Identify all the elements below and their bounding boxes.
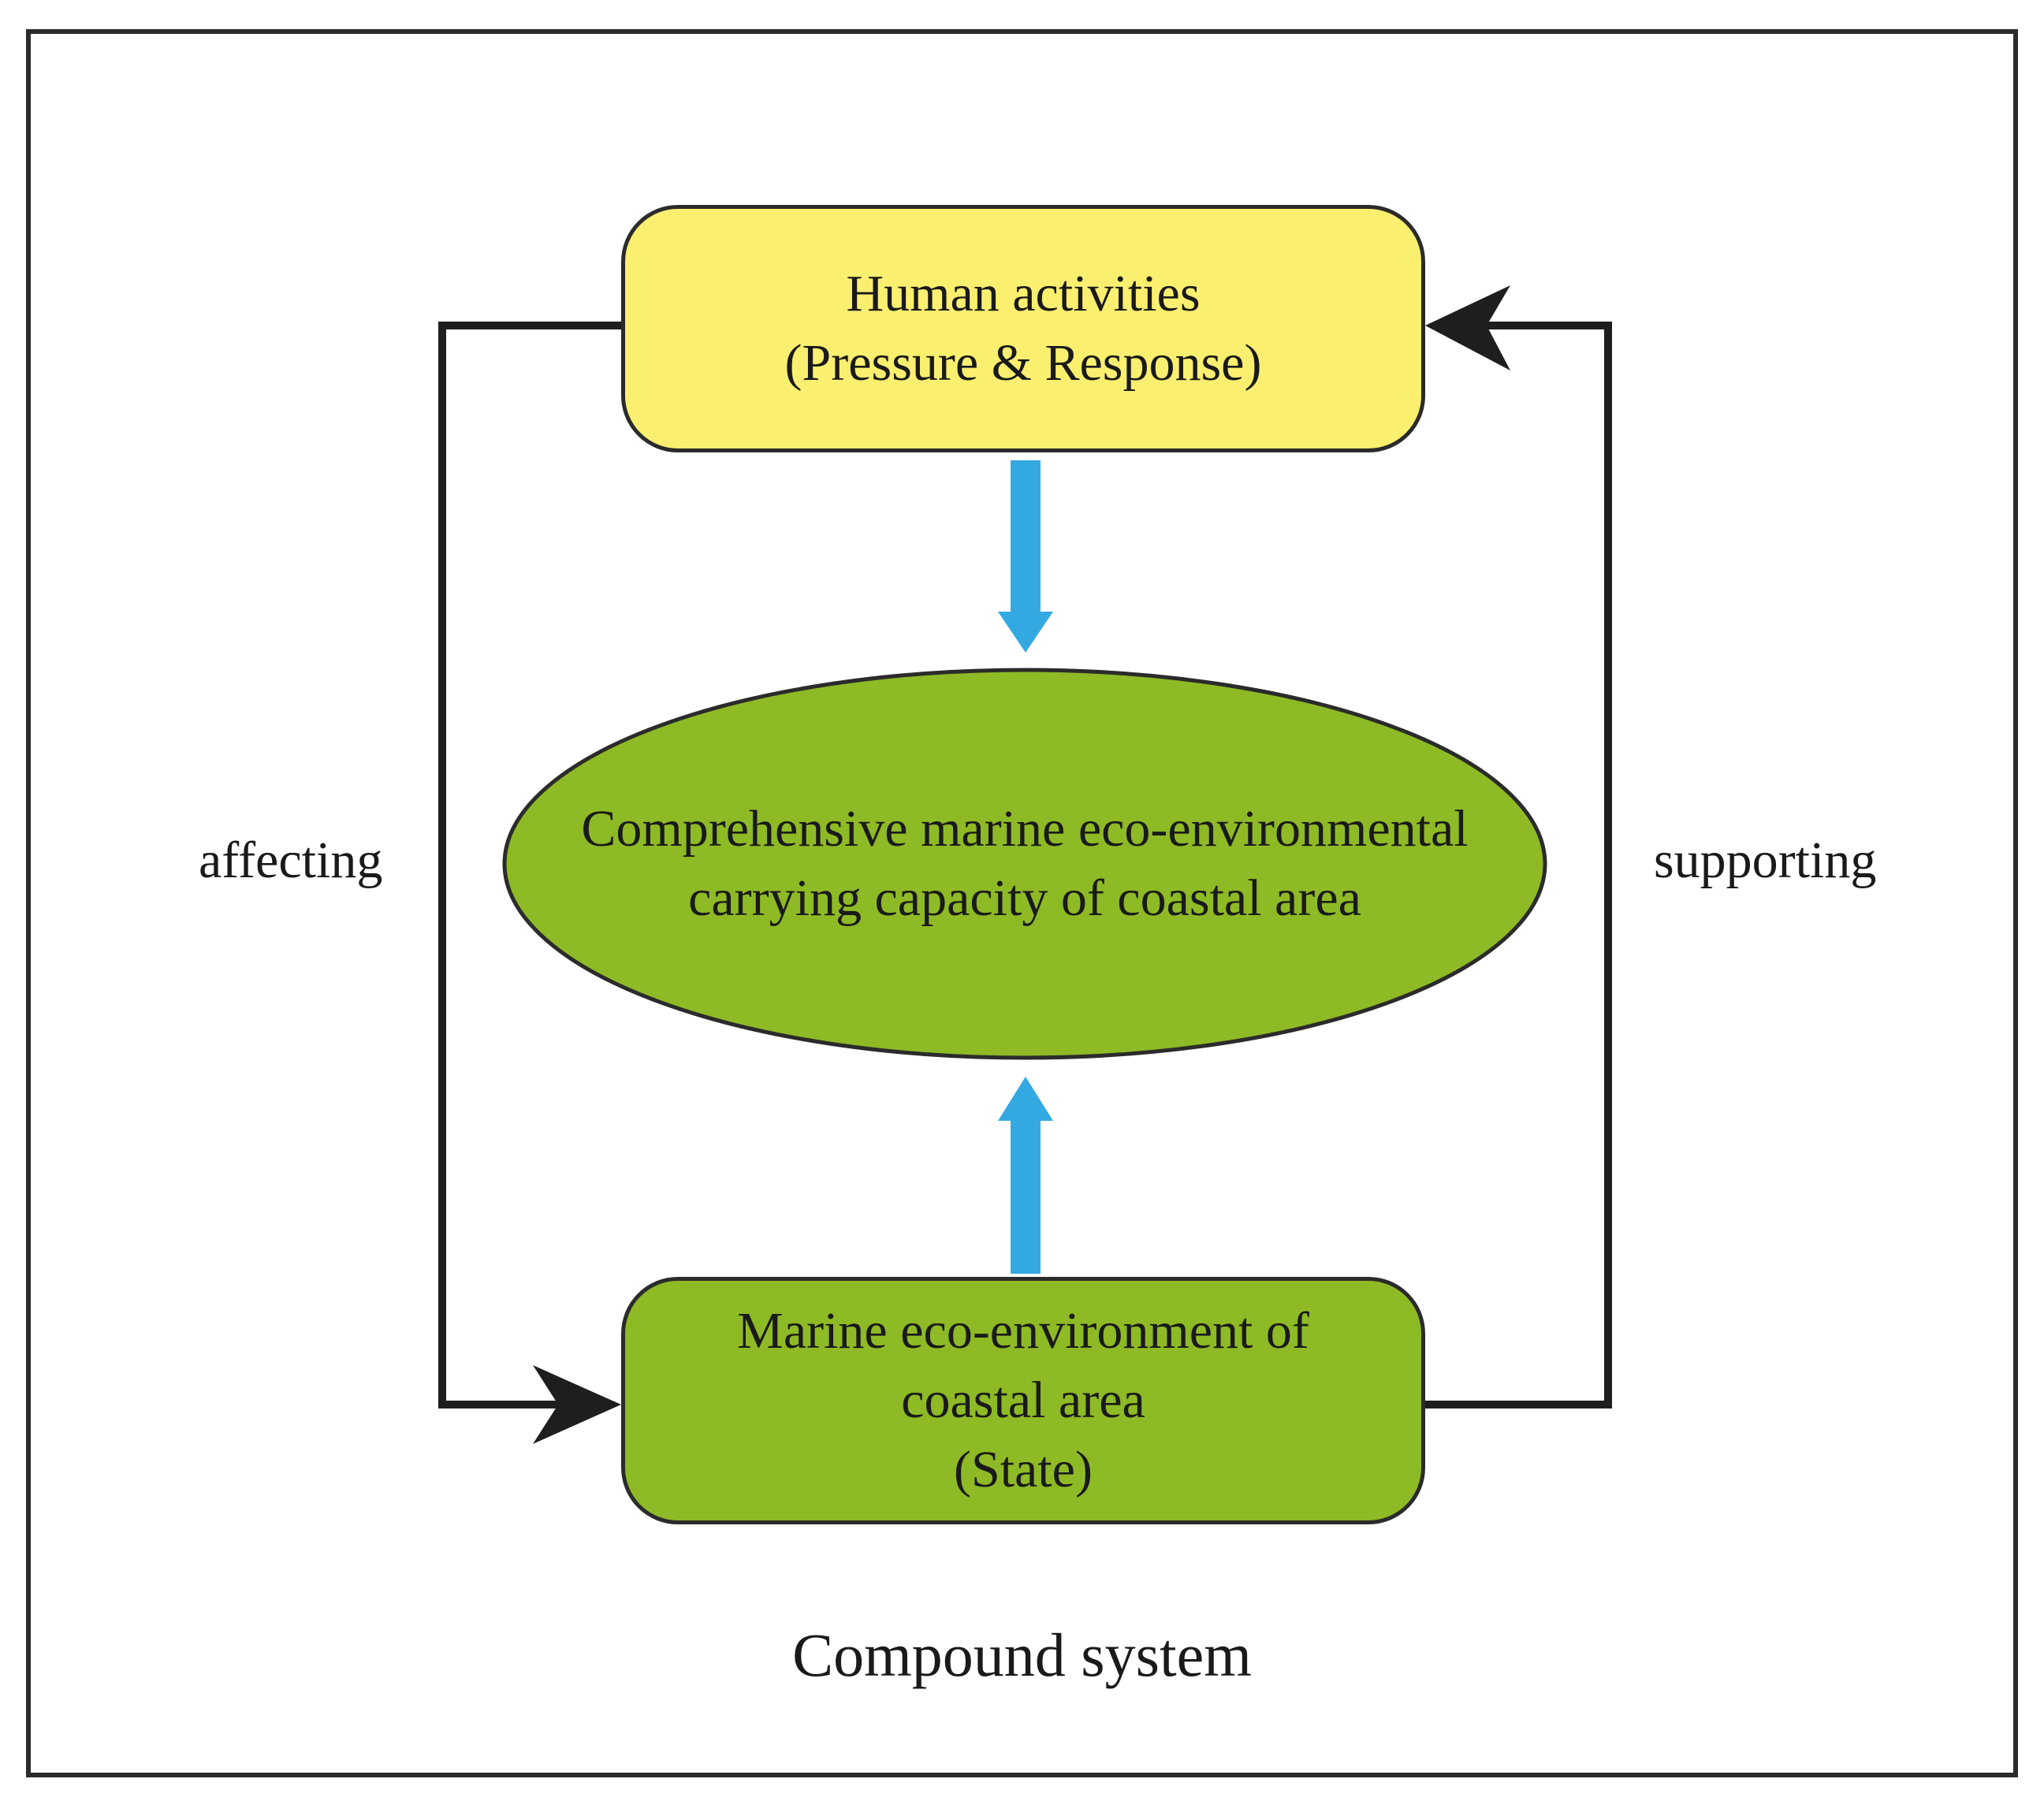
diagram-frame xyxy=(26,29,2018,1777)
carrying-capacity-line2: carrying capacity of coastal area xyxy=(688,869,1361,927)
carrying-capacity-ellipse: Comprehensive marine eco-environmental c… xyxy=(504,670,1545,1058)
blue-arrow-up-head xyxy=(998,1077,1053,1121)
marine-eco-environment-line2: coastal area xyxy=(901,1371,1145,1429)
blue-arrow-down-head xyxy=(998,612,1053,653)
supporting-label: supporting xyxy=(1654,832,1877,889)
human-activities-subtitle: (Pressure & Response) xyxy=(784,334,1262,392)
affecting-connector-line xyxy=(438,322,621,1409)
supporting-arrowhead xyxy=(1425,285,1510,370)
blue-arrow-up-shaft xyxy=(1011,1118,1041,1274)
carrying-capacity-line1: Comprehensive marine eco-environmental xyxy=(581,800,1469,858)
marine-eco-environment-line1: Marine eco-environment of xyxy=(737,1302,1309,1360)
center-ellipse-shape xyxy=(502,668,1547,1060)
affecting-arrowhead xyxy=(533,1365,621,1444)
affecting-label: affecting xyxy=(199,832,383,889)
marine-eco-environment-line3: (State) xyxy=(954,1441,1093,1498)
supporting-connector-line xyxy=(1425,322,1612,1409)
diagram-caption: Compound system xyxy=(792,1621,1252,1689)
blue-arrow-down-shaft xyxy=(1011,460,1041,615)
human-activities-box: Human activities (Pressure & Response) xyxy=(621,205,1425,452)
human-activities-title: Human activities xyxy=(846,265,1201,322)
marine-eco-environment-box: Marine eco-environment of coastal area (… xyxy=(621,1277,1425,1524)
